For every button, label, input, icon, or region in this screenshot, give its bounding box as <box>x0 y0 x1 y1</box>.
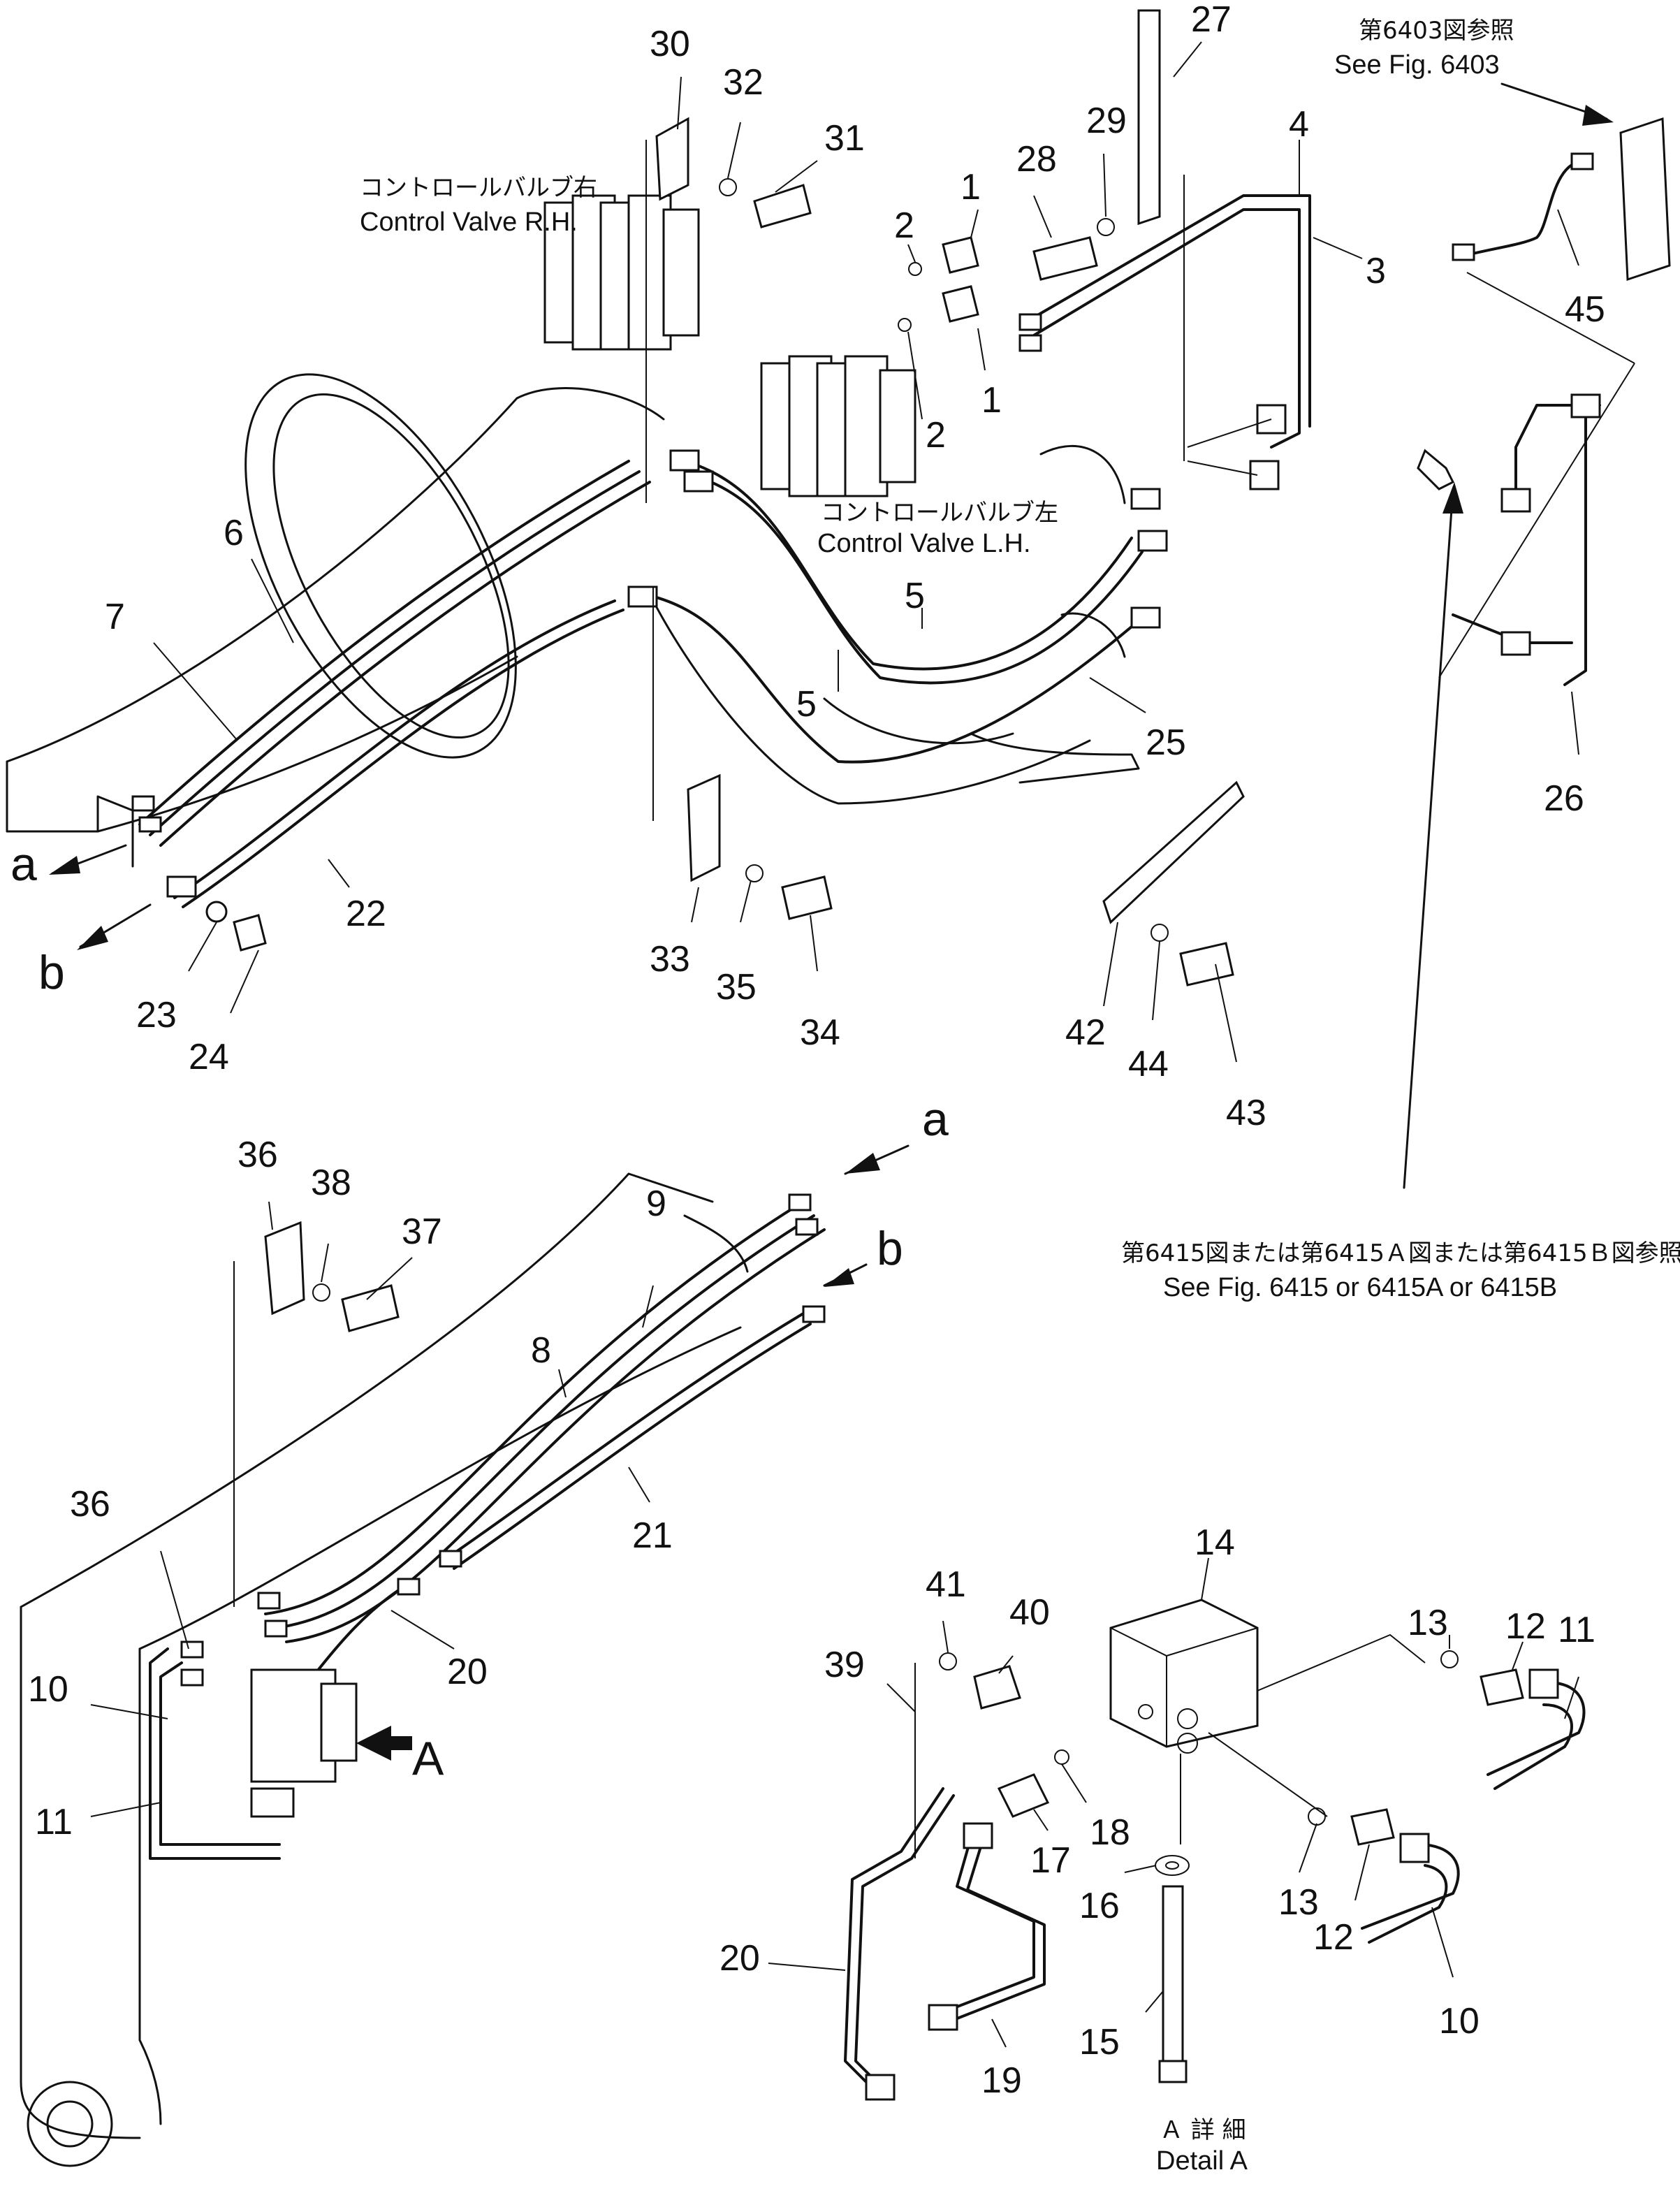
callout: 13 <box>1408 1603 1448 1643</box>
callout: 29 <box>1086 101 1127 141</box>
callout: 7 <box>105 597 125 637</box>
callout: 11 <box>35 1802 73 1842</box>
callout: 40 <box>1009 1592 1050 1633</box>
callout: 30 <box>650 24 690 64</box>
connector-b-mid: b <box>877 1222 903 1275</box>
leader-lines <box>90 41 1579 2048</box>
callout: 31 <box>824 118 865 159</box>
callout: 25 <box>1146 722 1186 763</box>
fig6415-jp-label: 第6415図または第6415Ａ図または第6415Ｂ図参照 <box>1121 1239 1680 1267</box>
callout: 16 <box>1079 1886 1120 1926</box>
callout: 42 <box>1065 1012 1106 1053</box>
callout: 10 <box>28 1669 68 1710</box>
callout: 28 <box>1016 139 1057 180</box>
callout: 27 <box>1191 0 1232 40</box>
callout: 26 <box>1544 778 1584 819</box>
callout: 23 <box>136 995 177 1035</box>
valve-lh-en-label: Control Valve L.H. <box>817 529 1031 558</box>
callout: 21 <box>632 1515 673 1556</box>
lower-assembly <box>20 1172 826 2167</box>
callout: 15 <box>1079 2022 1120 2062</box>
callout: 44 <box>1128 1044 1169 1084</box>
callout: 14 <box>1195 1522 1235 1563</box>
callout: 2 <box>894 205 914 246</box>
fig6415-en-label: See Fig. 6415 or 6415A or 6415B <box>1163 1273 1557 1302</box>
callout: 39 <box>824 1645 865 1685</box>
callout: 4 <box>1289 104 1309 145</box>
callout: 36 <box>70 1484 110 1524</box>
callout: 12 <box>1313 1917 1354 1958</box>
view-arrow-a-label: A <box>412 1732 444 1785</box>
upper-assembly <box>6 9 1671 1189</box>
callout: 8 <box>531 1330 551 1371</box>
callout: 18 <box>1090 1812 1130 1853</box>
control-valve-lh <box>760 355 916 497</box>
callout: 22 <box>346 894 386 934</box>
callout: 10 <box>1439 2001 1480 2041</box>
callout: 9 <box>646 1184 666 1224</box>
connector-a-mid: a <box>922 1093 949 1146</box>
callout: 41 <box>926 1564 966 1605</box>
connector-a-top: a <box>10 838 37 891</box>
callout: 34 <box>800 1012 840 1053</box>
valve-lh-jp-label: コントロールバルブ左 <box>821 499 1058 527</box>
callout: 32 <box>723 62 764 103</box>
callout: 45 <box>1565 289 1605 330</box>
callout: 38 <box>311 1163 351 1203</box>
detail-jp-caption: Ａ 詳 細 <box>1160 2116 1246 2144</box>
callout: 19 <box>981 2060 1022 2101</box>
callout: 13 <box>1278 1882 1319 1923</box>
callout: 36 <box>238 1135 278 1175</box>
callout: 5 <box>905 576 925 616</box>
callout: 3 <box>1366 251 1386 291</box>
callout: 17 <box>1030 1840 1071 1881</box>
callout: 37 <box>402 1211 442 1252</box>
detail-en-caption: Detail A <box>1156 2146 1248 2176</box>
valve-rh-jp-label: コントロールバルブ右 <box>360 174 597 202</box>
callout-labels: 1 1 2 2 3 4 5 5 6 7 8 9 10 10 11 11 12 1… <box>28 0 1605 2101</box>
callout: 20 <box>720 1938 760 1979</box>
callout: 6 <box>224 513 244 553</box>
callout: 33 <box>650 939 690 980</box>
callout: 12 <box>1505 1606 1546 1647</box>
callout: 5 <box>796 684 817 725</box>
control-valve-rh <box>543 194 700 351</box>
callout: 24 <box>189 1037 229 1077</box>
callout: 43 <box>1226 1093 1266 1133</box>
callout: 2 <box>926 415 946 456</box>
connector-b-top: b <box>38 946 65 999</box>
fig6403-en-label: See Fig. 6403 <box>1334 50 1500 80</box>
detail-a <box>844 1599 1586 2101</box>
callout: 11 <box>1558 1610 1595 1650</box>
fig6403-jp-label: 第6403図参照 <box>1359 17 1514 45</box>
callout: 20 <box>447 1652 488 1692</box>
callout: 35 <box>716 967 757 1007</box>
callout: 1 <box>960 167 981 208</box>
callout: 1 <box>981 380 1002 421</box>
valve-rh-en-label: Control Valve R.H. <box>360 208 578 237</box>
